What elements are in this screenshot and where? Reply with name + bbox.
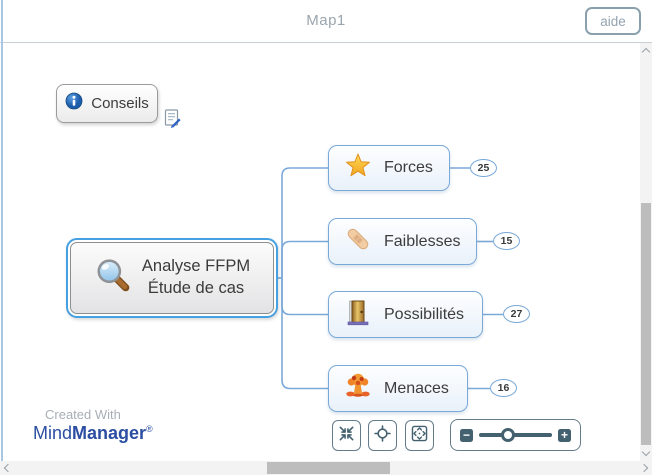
topic-forces[interactable]: Forces bbox=[328, 145, 450, 191]
created-with-text: Created With bbox=[45, 407, 121, 422]
fit-map-button[interactable] bbox=[405, 420, 434, 451]
magnifier-icon bbox=[94, 257, 132, 300]
vertical-scrollbar-thumb[interactable] bbox=[641, 203, 651, 445]
vertical-scrollbar[interactable] bbox=[640, 43, 652, 461]
floating-topic-conseils[interactable]: Conseils bbox=[56, 84, 158, 123]
subtopic-count-faiblesses[interactable]: 15 bbox=[493, 232, 520, 250]
horizontal-scrollbar-thumb[interactable] bbox=[267, 462, 390, 474]
explosion-icon bbox=[344, 372, 372, 405]
subtopic-count-menaces[interactable]: 16 bbox=[490, 379, 517, 397]
zoom-in-button[interactable]: + bbox=[558, 428, 571, 442]
help-button-label: aide bbox=[600, 13, 626, 29]
viewport-left-edge bbox=[1, 0, 3, 461]
expand-view-icon bbox=[410, 424, 429, 448]
header: Map1 aide bbox=[0, 0, 652, 43]
central-topic[interactable]: Analyse FFPM Étude de cas bbox=[66, 238, 278, 318]
zoom-slider-track[interactable] bbox=[479, 428, 552, 442]
crosshair-icon bbox=[373, 424, 392, 448]
star-icon bbox=[344, 152, 372, 185]
zoom-slider-handle[interactable] bbox=[501, 428, 516, 442]
central-topic-body: Analyse FFPM Étude de cas bbox=[70, 242, 274, 314]
scroll-right-arrow-icon[interactable] bbox=[639, 463, 649, 473]
topic-label: Possibilités bbox=[384, 305, 465, 323]
collapse-arrows-icon bbox=[337, 424, 356, 448]
subtopic-count-forces[interactable]: 25 bbox=[470, 159, 497, 177]
zoom-out-button[interactable]: − bbox=[460, 428, 473, 442]
help-button[interactable]: aide bbox=[585, 7, 641, 35]
topic-faiblesses[interactable]: Faiblesses bbox=[328, 218, 477, 265]
subtopic-count-possibilites[interactable]: 27 bbox=[503, 305, 530, 323]
central-topic-label: Analyse FFPM Étude de cas bbox=[141, 257, 251, 297]
horizontal-scrollbar[interactable] bbox=[0, 461, 652, 475]
info-icon bbox=[65, 92, 83, 115]
map-title: Map1 bbox=[306, 12, 346, 29]
topic-possibilites[interactable]: Possibilités bbox=[328, 291, 483, 338]
topic-menaces[interactable]: Menaces bbox=[328, 365, 468, 412]
topic-label: Forces bbox=[384, 159, 433, 176]
scroll-left-arrow-icon[interactable] bbox=[3, 463, 13, 473]
scroll-up-arrow-icon[interactable] bbox=[641, 47, 651, 57]
door-icon bbox=[344, 298, 372, 331]
bandage-icon bbox=[344, 225, 372, 258]
center-map-button[interactable] bbox=[368, 420, 397, 451]
topic-label: Menaces bbox=[384, 379, 449, 397]
scroll-down-arrow-icon[interactable] bbox=[641, 447, 651, 457]
note-icon[interactable] bbox=[162, 108, 182, 128]
zoom-slider-group: − + bbox=[450, 419, 581, 451]
brand-text: MindManager® bbox=[33, 423, 153, 443]
mindmanager-watermark-link[interactable]: Created With MindManager® bbox=[33, 407, 153, 444]
topic-label: Faiblesses bbox=[384, 232, 461, 250]
collapse-subtopics-button[interactable] bbox=[332, 420, 361, 451]
floating-topic-label: Conseils bbox=[91, 95, 149, 112]
